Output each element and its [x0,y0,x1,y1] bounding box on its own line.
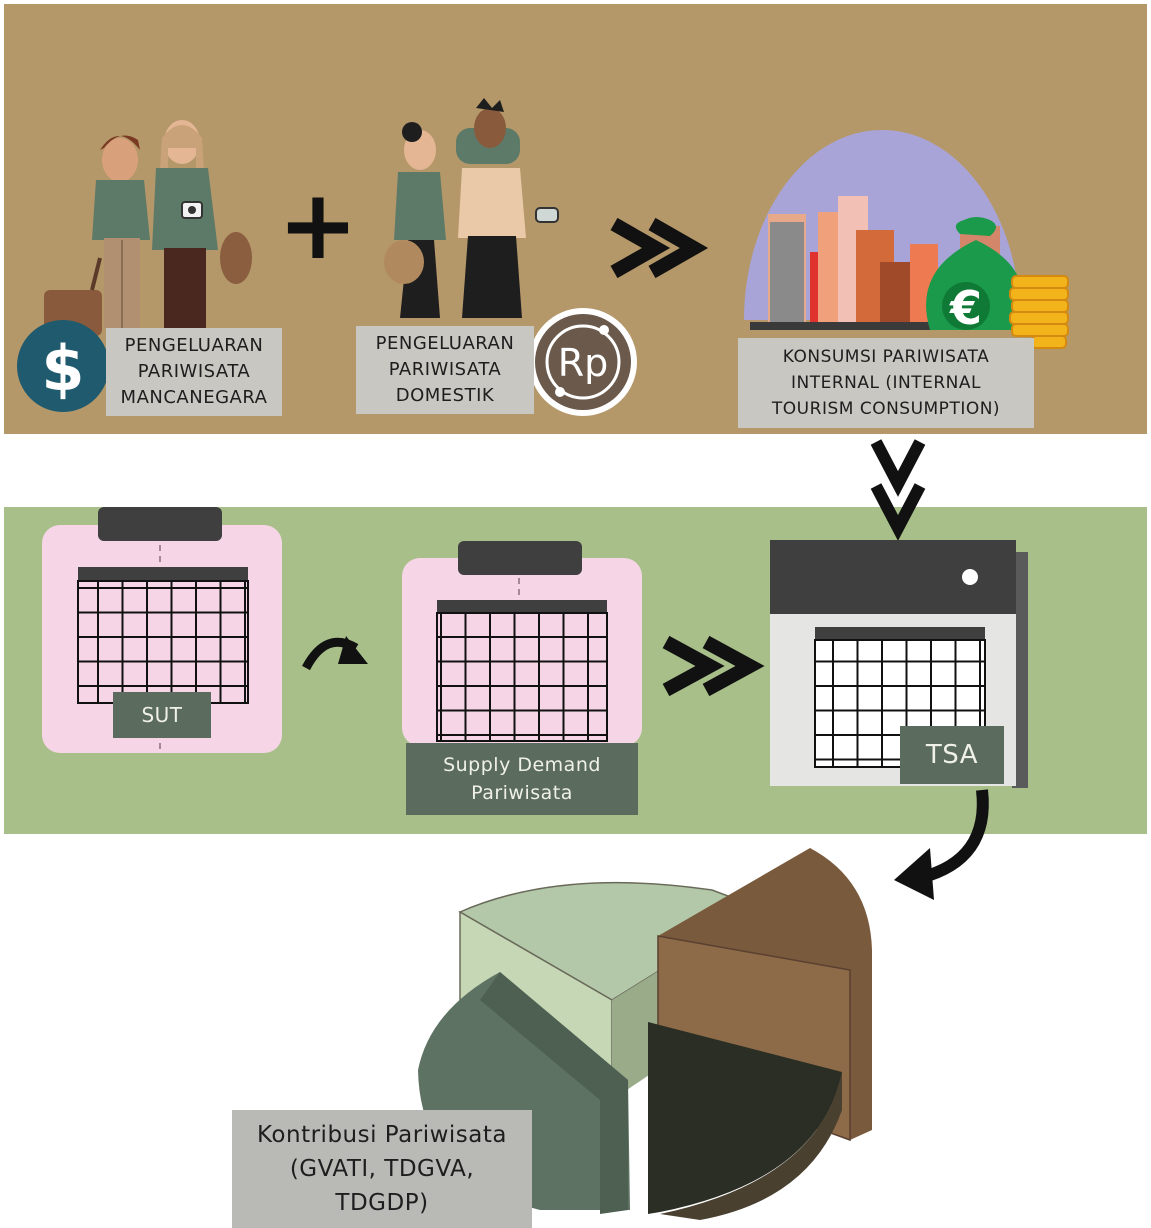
domestic-expenditure-label: PENGELUARAN PARIWISATA DOMESTIK [356,326,534,414]
foreign-expenditure-label: PENGELUARAN PARIWISATA MANCANEGARA [106,328,282,416]
sut-label: SUT [113,692,211,738]
curved-arrow-icon [302,636,368,671]
domestic-tourists-illustration [384,98,559,318]
double-chevron-right-icon [662,635,765,697]
curved-down-arrow-icon [894,789,989,900]
svg-text:$: $ [41,332,84,405]
dollar-icon: $ [17,320,109,412]
double-chevron-right-icon [610,217,709,279]
rupiah-icon: Rp [529,308,637,416]
double-chevron-down-icon [870,439,926,541]
supply-demand-label: Supply Demand Pariwisata [406,743,638,815]
internal-consumption-label: KONSUMSI PARIWISATA INTERNAL (INTERNAL T… [738,338,1034,428]
sut-table-illustration [42,507,282,753]
tsa-label: TSA [900,726,1004,784]
plus-icon: + [278,169,358,281]
foreign-tourists-illustration [44,120,252,336]
svg-text:Rp: Rp [558,341,609,385]
tourism-contribution-label: Kontribusi Pariwisata (GVATI, TDGVA, TDG… [232,1110,532,1228]
supply-demand-table-illustration [402,541,642,746]
euro-icon: € [949,281,982,335]
city-money-illustration: € [744,130,1069,349]
